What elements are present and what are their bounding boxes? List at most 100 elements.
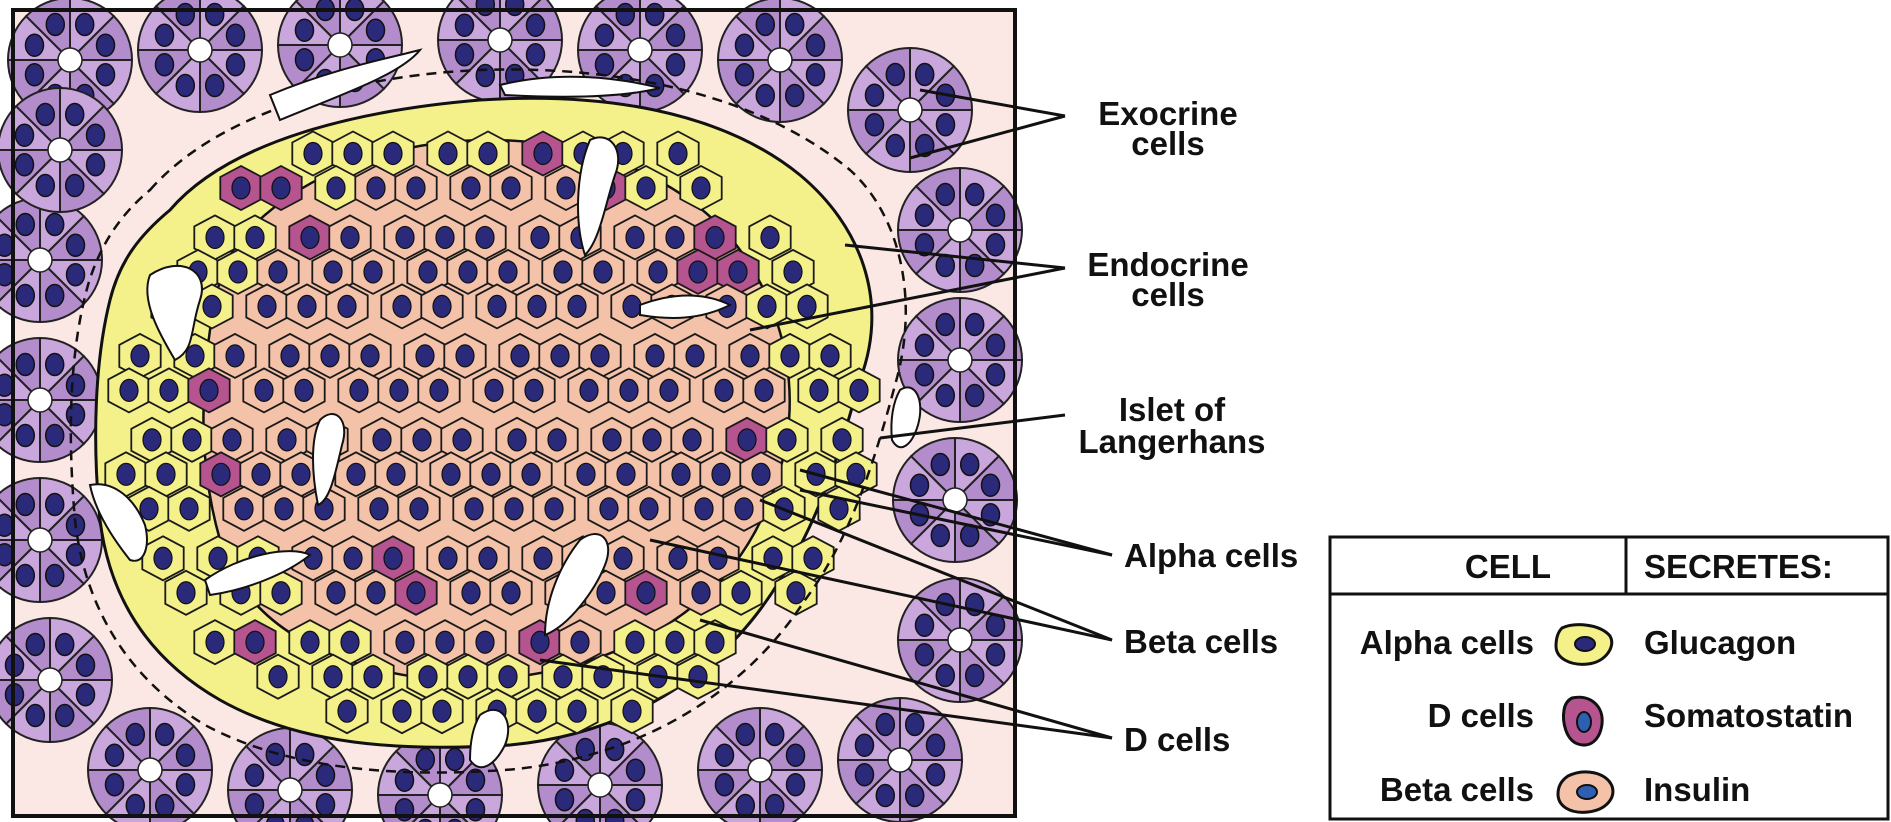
nucleus bbox=[278, 429, 296, 451]
nucleus bbox=[321, 345, 339, 367]
nucleus bbox=[987, 364, 1005, 386]
nucleus bbox=[522, 463, 540, 485]
nucleus bbox=[46, 425, 64, 447]
nucleus bbox=[266, 743, 284, 765]
nucleus bbox=[623, 700, 641, 722]
nucleus bbox=[506, 0, 524, 15]
nucleus bbox=[756, 13, 774, 35]
nucleus bbox=[712, 463, 730, 485]
nucleus bbox=[591, 345, 609, 367]
nucleus bbox=[807, 64, 825, 86]
nucleus bbox=[200, 379, 218, 401]
nucleus bbox=[46, 565, 64, 587]
nucleus bbox=[987, 234, 1005, 256]
nucleus bbox=[476, 65, 494, 87]
nucleus bbox=[439, 142, 457, 164]
nucleus bbox=[686, 345, 704, 367]
nucleus bbox=[338, 295, 356, 317]
nucleus bbox=[936, 255, 954, 277]
exocrine-acinus bbox=[718, 0, 842, 122]
nucleus bbox=[683, 429, 701, 451]
nucleus bbox=[324, 261, 342, 283]
nucleus bbox=[373, 429, 391, 451]
legend-row-secretes: Somatostatin bbox=[1644, 697, 1853, 734]
nucleus bbox=[235, 498, 253, 520]
nucleus bbox=[105, 774, 123, 796]
nucleus bbox=[87, 154, 105, 176]
nucleus bbox=[223, 429, 241, 451]
nucleus bbox=[212, 463, 230, 485]
diagram-labels: Exocrine cells Endocrine cells Islet of … bbox=[1078, 95, 1298, 758]
nucleus bbox=[384, 142, 402, 164]
nucleus bbox=[77, 654, 95, 676]
nucleus bbox=[227, 24, 245, 46]
nucleus bbox=[46, 493, 64, 515]
nucleus bbox=[430, 379, 448, 401]
nucleus bbox=[766, 723, 784, 745]
nucleus bbox=[595, 54, 613, 76]
nucleus bbox=[555, 789, 573, 811]
nucleus bbox=[206, 226, 224, 248]
nucleus bbox=[180, 498, 198, 520]
nucleus bbox=[787, 744, 805, 766]
nucleus bbox=[706, 631, 724, 653]
nucleus bbox=[626, 631, 644, 653]
nucleus bbox=[269, 666, 287, 688]
nucleus bbox=[269, 261, 287, 283]
nucleus bbox=[937, 114, 955, 136]
nucleus bbox=[551, 345, 569, 367]
nucleus bbox=[623, 295, 641, 317]
nucleus bbox=[327, 582, 345, 604]
nucleus bbox=[626, 226, 644, 248]
nucleus bbox=[982, 474, 1000, 496]
nucleus bbox=[324, 666, 342, 688]
nucleus bbox=[741, 345, 759, 367]
acinus-lumen bbox=[948, 628, 972, 652]
nucleus bbox=[669, 142, 687, 164]
nucleus bbox=[807, 34, 825, 56]
nucleus bbox=[416, 345, 434, 367]
nucleus bbox=[577, 463, 595, 485]
nucleus bbox=[97, 64, 115, 86]
nucleus bbox=[67, 234, 85, 256]
nucleus bbox=[16, 353, 34, 375]
nucleus bbox=[419, 261, 437, 283]
nucleus bbox=[361, 345, 379, 367]
exocrine-acinus bbox=[698, 708, 822, 822]
nucleus bbox=[499, 666, 517, 688]
nucleus bbox=[390, 379, 408, 401]
nucleus bbox=[666, 226, 684, 248]
nucleus bbox=[97, 34, 115, 56]
nucleus bbox=[666, 631, 684, 653]
nucleus bbox=[915, 204, 933, 226]
nucleus bbox=[439, 547, 457, 569]
nucleus bbox=[528, 295, 546, 317]
nucleus bbox=[695, 498, 713, 520]
nucleus bbox=[304, 142, 322, 164]
nucleus bbox=[614, 547, 632, 569]
nucleus bbox=[876, 713, 894, 735]
nucleus bbox=[876, 785, 894, 807]
nucleus bbox=[568, 700, 586, 722]
nucleus bbox=[16, 565, 34, 587]
acinus-lumen bbox=[948, 218, 972, 242]
nucleus bbox=[616, 3, 634, 25]
legend-header-secretes: SECRETES: bbox=[1644, 548, 1833, 585]
nucleus bbox=[966, 183, 984, 205]
nucleus bbox=[627, 789, 645, 811]
legend-table: CELL SECRETES: Alpha cells Glucagon D ce… bbox=[1330, 537, 1888, 819]
label-beta-cells: Beta cells bbox=[1124, 623, 1278, 660]
nucleus bbox=[531, 226, 549, 248]
nucleus bbox=[344, 547, 362, 569]
nucleus bbox=[692, 582, 710, 604]
nucleus bbox=[143, 429, 161, 451]
nucleus bbox=[410, 498, 428, 520]
nucleus bbox=[534, 547, 552, 569]
nucleus bbox=[637, 582, 655, 604]
nucleus bbox=[786, 85, 804, 107]
nucleus bbox=[865, 114, 883, 136]
nucleus bbox=[232, 177, 250, 199]
nucleus bbox=[915, 334, 933, 356]
nucleus bbox=[206, 3, 224, 25]
legend-row-cell: Beta cells bbox=[1380, 771, 1534, 808]
